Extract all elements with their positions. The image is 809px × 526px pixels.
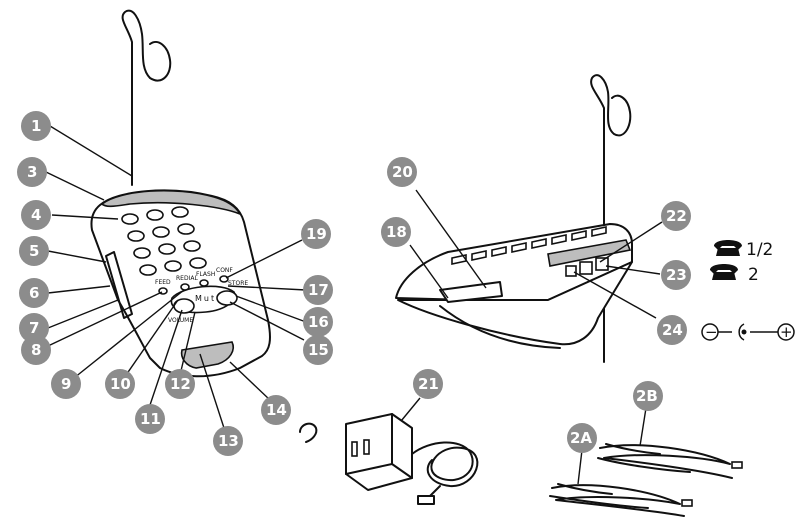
label-flash: FLASH	[196, 271, 215, 278]
callout-21: 21	[413, 369, 443, 399]
label-conf: CONF	[216, 267, 233, 274]
callout-17: 17	[303, 275, 333, 305]
callout-14: 14	[261, 395, 291, 425]
callout-24: 24	[657, 315, 687, 345]
label-redial: REDIAL	[176, 275, 198, 282]
callout-7: 7	[19, 313, 49, 343]
left-leaders	[45, 125, 307, 429]
callout-5: 5	[19, 236, 49, 266]
legend-line-1-2: 1/2	[746, 240, 773, 260]
polarity-symbol: − +	[701, 323, 795, 341]
power-jack	[565, 265, 577, 277]
svg-text:1: 1	[31, 117, 41, 135]
line-jack-1-2	[579, 261, 593, 275]
phone-icon-line-2	[710, 264, 738, 280]
keypad	[121, 206, 207, 276]
callout-20: 20	[387, 157, 417, 187]
callout-4: 4	[21, 200, 51, 230]
svg-text:22: 22	[666, 207, 687, 225]
label-feed: FEED	[155, 279, 171, 286]
polarity-minus: −	[705, 323, 718, 341]
svg-text:13: 13	[218, 432, 239, 450]
legend-line-2: 2	[748, 265, 759, 285]
callout-23: 23	[661, 260, 691, 290]
svg-text:16: 16	[308, 313, 329, 331]
callout-3: 3	[17, 157, 47, 187]
svg-text:24: 24	[662, 321, 683, 339]
svg-text:12: 12	[170, 375, 191, 393]
svg-text:9: 9	[61, 375, 71, 393]
callout-11: 11	[135, 404, 165, 434]
callout-22: 22	[661, 201, 691, 231]
callout-10: 10	[105, 369, 135, 399]
callout-6: 6	[19, 278, 49, 308]
callout-8: 8	[21, 335, 51, 365]
svg-text:21: 21	[418, 375, 439, 393]
svg-text:2A: 2A	[570, 429, 592, 447]
svg-text:15: 15	[308, 341, 329, 359]
svg-text:4: 4	[31, 206, 41, 224]
svg-text:18: 18	[386, 223, 407, 241]
svg-text:23: 23	[666, 266, 687, 284]
top-grey-band	[100, 189, 242, 216]
base-unit-illustration	[395, 74, 633, 363]
svg-text:14: 14	[266, 401, 287, 419]
callout-2a: 2A	[567, 423, 597, 453]
polarity-plus: +	[780, 323, 793, 341]
svg-text:5: 5	[29, 242, 39, 260]
headset-jack-icon	[299, 422, 318, 443]
callout-1: 1	[21, 111, 51, 141]
svg-text:6: 6	[29, 284, 39, 302]
flash-button	[199, 279, 209, 287]
label-volume: VOLUME	[168, 317, 193, 324]
callout-18: 18	[381, 217, 411, 247]
callout-12: 12	[165, 369, 195, 399]
callout-2b: 2B	[633, 381, 663, 411]
svg-text:19: 19	[306, 225, 327, 243]
svg-text:8: 8	[31, 341, 41, 359]
svg-text:7: 7	[29, 319, 39, 337]
svg-text:10: 10	[110, 375, 131, 393]
bottom-connector	[180, 341, 234, 369]
label-store: STORE	[228, 280, 248, 287]
label-mute: Mute	[195, 294, 223, 303]
phone-icon-line-1-2	[714, 240, 742, 256]
callout-19: 19	[301, 219, 331, 249]
callout-9: 9	[51, 369, 81, 399]
svg-text:20: 20	[392, 163, 413, 181]
callout-13: 13	[213, 426, 243, 456]
svg-text:3: 3	[27, 163, 37, 181]
svg-text:2B: 2B	[636, 387, 658, 405]
svg-text:17: 17	[308, 281, 329, 299]
callout-15: 15	[303, 335, 333, 365]
phone-cords-illustration	[549, 407, 743, 517]
handset-illustration: FEED REDIAL FLASH CONF STORE Mute VOLUME	[90, 9, 318, 443]
base-keys	[451, 226, 607, 265]
line-legend: 1/2 2 − +	[701, 240, 795, 341]
ac-adapter-illustration	[345, 413, 479, 505]
svg-text:11: 11	[140, 410, 161, 428]
volume-right	[216, 290, 238, 306]
line-jack-2	[595, 257, 609, 271]
callout-16: 16	[303, 307, 333, 337]
